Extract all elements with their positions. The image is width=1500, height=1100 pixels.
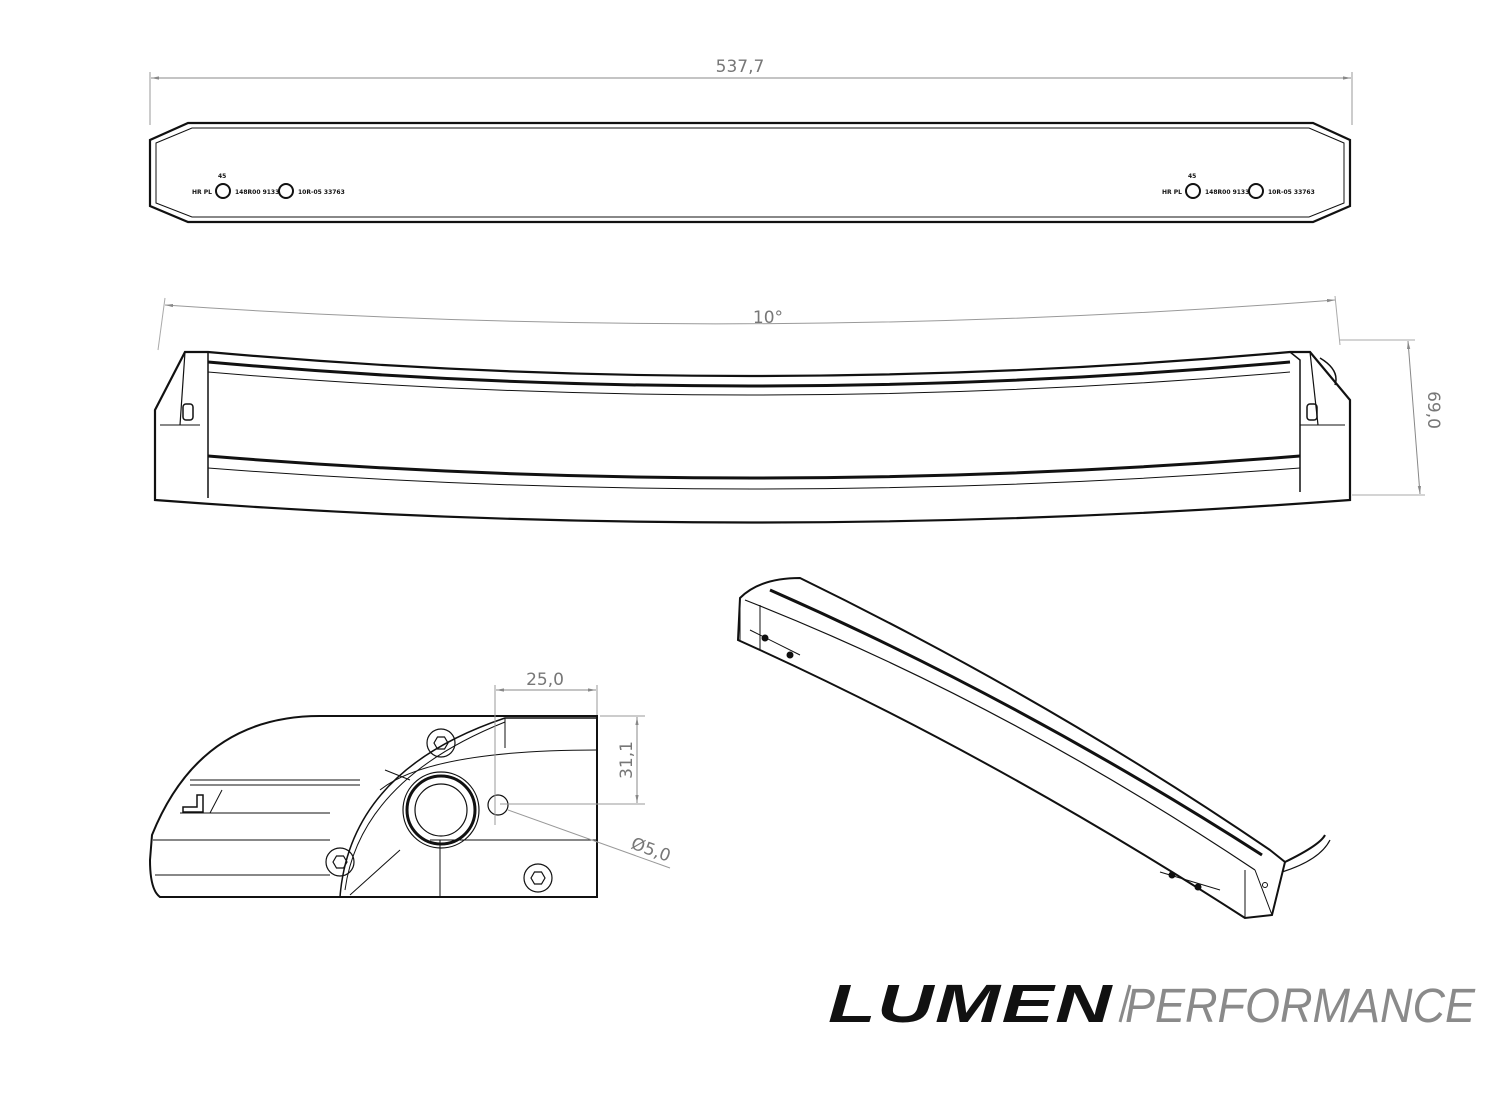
svg-text:45: 45 — [218, 173, 226, 180]
height-dimension-label: 69,0 — [1423, 391, 1443, 429]
approval-mark-right: HR PL 45 148R00 9133 10R-05 33763 — [1162, 173, 1315, 199]
svg-text:10R-05 33763: 10R-05 33763 — [1268, 189, 1315, 196]
bracket-offset-label: 25,0 — [526, 670, 564, 690]
svg-text:45: 45 — [1188, 173, 1196, 180]
svg-text:10R-05 33763: 10R-05 33763 — [298, 189, 345, 196]
svg-text:148R00 9133: 148R00 9133 — [235, 189, 279, 196]
isometric-view — [736, 576, 1331, 920]
approval-mark-left: HR PL 45 148R00 9133 10R-05 33763 — [192, 173, 345, 199]
top-view — [148, 72, 1353, 224]
brand-logo: LUMEN PERFORMANCE — [828, 974, 1476, 1034]
svg-text:HR PL: HR PL — [192, 189, 212, 196]
svg-text:148R00 9133: 148R00 9133 — [1205, 189, 1249, 196]
hole-diameter-label: Ø5,0 — [628, 834, 673, 867]
curve-angle-label: 10° — [753, 308, 783, 328]
hole-height-label: 31,1 — [617, 741, 637, 779]
side-view — [148, 685, 671, 898]
angle-dimension-arc — [164, 299, 1336, 325]
front-view — [153, 295, 1425, 524]
svg-text:LUMEN: LUMEN — [828, 974, 1113, 1034]
svg-text:HR PL: HR PL — [1162, 189, 1182, 196]
mounting-hole — [487, 794, 509, 816]
hex-bolt — [325, 728, 553, 893]
svg-text:PERFORMANCE: PERFORMANCE — [1125, 980, 1476, 1033]
length-dimension-label: 537,7 — [716, 57, 765, 77]
height-dimension-line — [1407, 340, 1421, 495]
